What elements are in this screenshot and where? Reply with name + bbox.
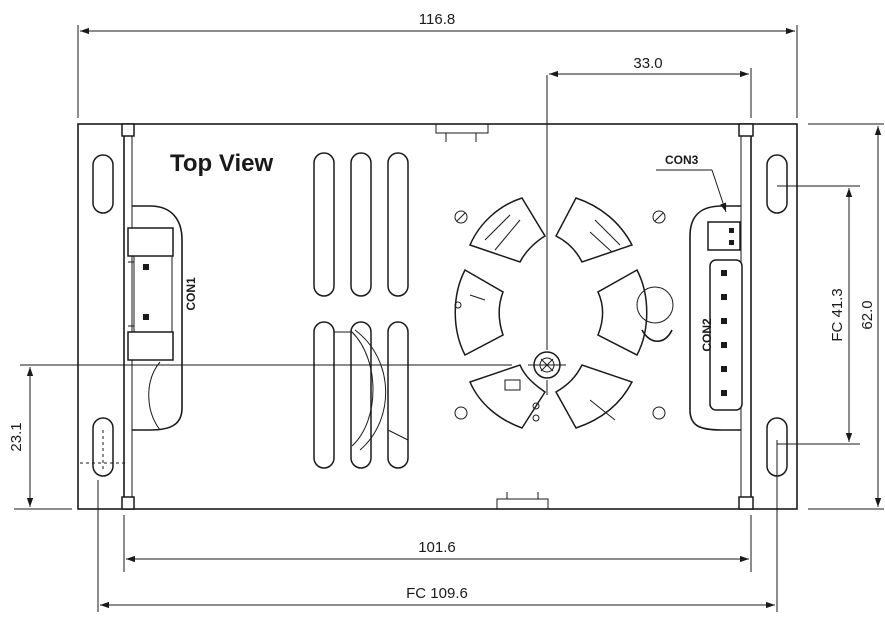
- con2-connector: CON2: [689, 205, 743, 431]
- label-overall-height: 62.0: [859, 300, 876, 329]
- label-hole-offset: 23.1: [8, 422, 25, 451]
- label-hole-pitch-v: FC 41.3: [829, 288, 846, 341]
- slot-top-right: [766, 154, 788, 214]
- extension-lines: [14, 25, 884, 612]
- dimension-labels: 116.8 33.0 101.6 FC 109.6 FC 41.3 62.0 2…: [8, 11, 876, 602]
- view-title: Top View: [170, 150, 273, 177]
- center-lines: [20, 75, 566, 470]
- con3-connector: CON3: [656, 153, 741, 251]
- fan-grill: [454, 197, 674, 429]
- mounting-slots: [92, 154, 788, 477]
- con1-connector: CON1: [127, 205, 198, 431]
- label-inner-width: 101.6: [418, 539, 456, 556]
- label-hole-pitch-h: FC 109.6: [406, 585, 468, 602]
- slot-top-left: [92, 154, 114, 214]
- con3-label: CON3: [665, 153, 699, 167]
- board-outline: [77, 123, 798, 510]
- label-overall-width: 116.8: [419, 11, 455, 28]
- dimension-lines: [26, 27, 882, 609]
- label-center-offset: 33.0: [633, 55, 662, 72]
- vent-slots: [313, 152, 409, 469]
- con2-label: CON2: [700, 318, 714, 352]
- con1-label: CON1: [184, 277, 198, 311]
- slot-bottom-left: [92, 417, 114, 477]
